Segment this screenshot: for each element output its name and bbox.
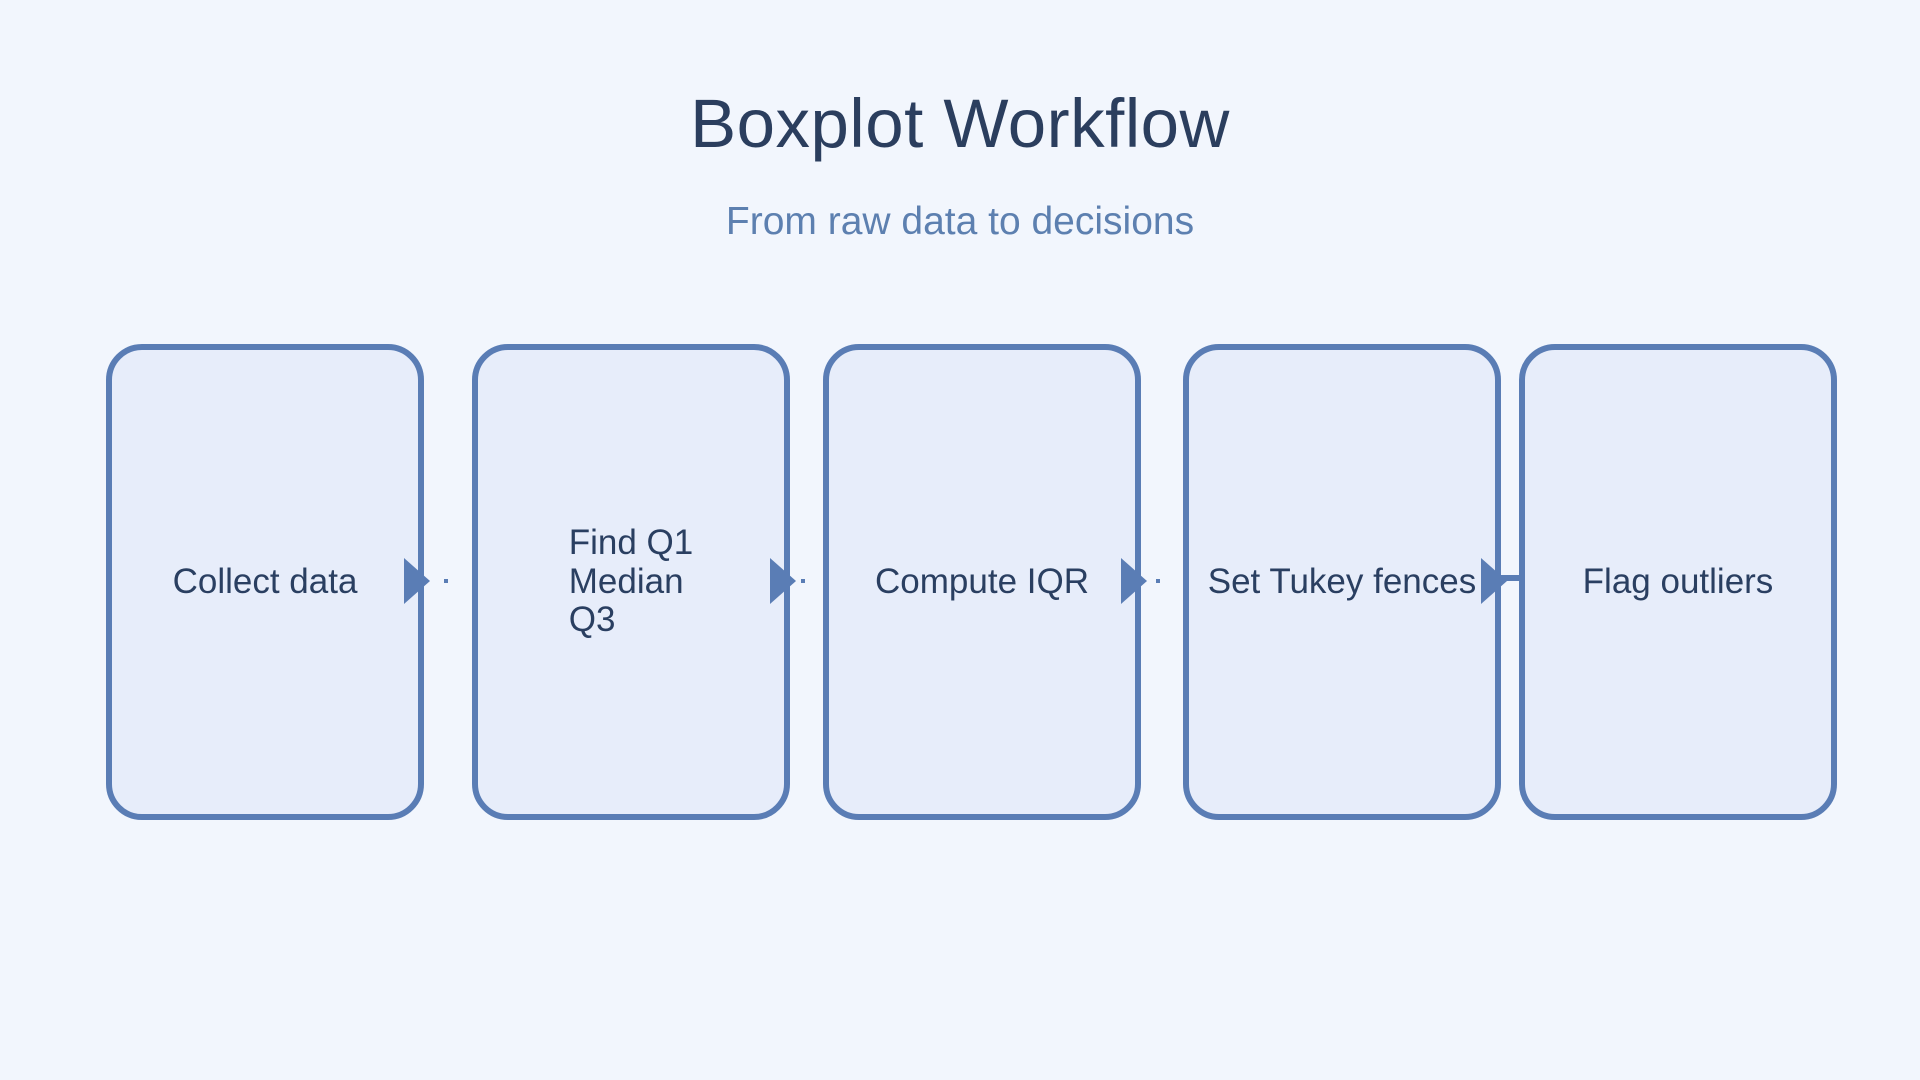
arrow-right-icon [404, 558, 430, 604]
flow-node-label: Find Q1 Median Q3 [568, 523, 694, 640]
flow-node-label: Set Tukey fences [1207, 561, 1477, 601]
flow-node-collect-data: Collect data [106, 344, 424, 820]
flow-node-set-tukey-fences: Set Tukey fences [1183, 344, 1501, 820]
flow-node-label: Flag outliers [1582, 561, 1774, 601]
flow-node-label: Collect data [172, 561, 358, 601]
arrow-right-icon [1481, 558, 1507, 604]
edge-dot [444, 579, 448, 583]
flow-node-flag-outliers: Flag outliers [1519, 344, 1837, 820]
flow-node-compute-iqr: Compute IQR [823, 344, 1141, 820]
diagram-title: Boxplot Workflow [690, 85, 1230, 162]
flow-node-label: Compute IQR [875, 561, 1089, 601]
diagram-subtitle: From raw data to decisions [725, 200, 1195, 243]
arrow-right-icon [770, 558, 796, 604]
flow-node-find-quartiles: Find Q1 Median Q3 [472, 344, 790, 820]
edge-line [1498, 575, 1522, 581]
edge-dot [801, 579, 805, 583]
arrow-right-icon [1121, 558, 1147, 604]
edge-dot [1156, 579, 1160, 583]
